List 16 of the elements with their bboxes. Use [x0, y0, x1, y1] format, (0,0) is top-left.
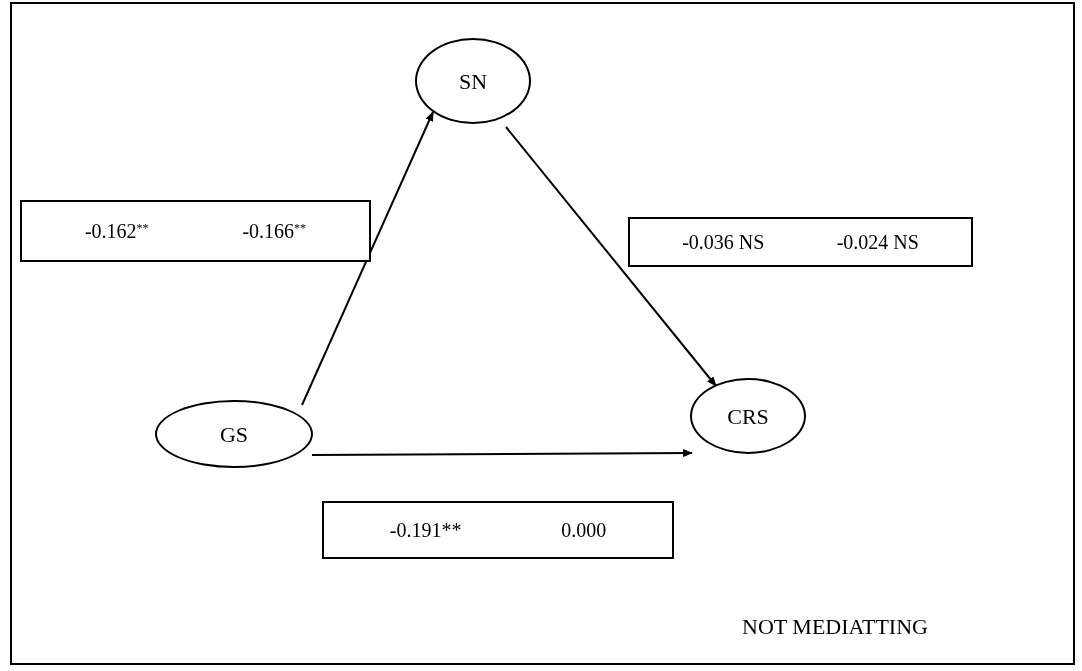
arrow — [505, 126, 717, 387]
coefficient-box — [322, 501, 674, 559]
coefficient-value: 0.000 — [561, 518, 607, 543]
coefficient-value: -0.024 NS — [836, 230, 919, 255]
coefficient-value: -0.166$^{**}$ — [242, 219, 307, 244]
coefficient-value: -0.191** — [389, 518, 462, 543]
arrow — [311, 449, 693, 458]
arrow — [301, 111, 434, 406]
coefficient-value: -0.036 NS — [682, 230, 765, 255]
variable-ellipse: GS — [155, 400, 313, 468]
coefficient-value: -0.162$^{**}$ — [84, 219, 149, 244]
note-text: NOT MEDIATTING — [742, 613, 928, 641]
coefficient-box — [628, 217, 973, 267]
variable-ellipse: CRS — [690, 378, 806, 454]
coefficient-box — [20, 200, 371, 262]
variable-ellipse: SN — [415, 38, 531, 124]
